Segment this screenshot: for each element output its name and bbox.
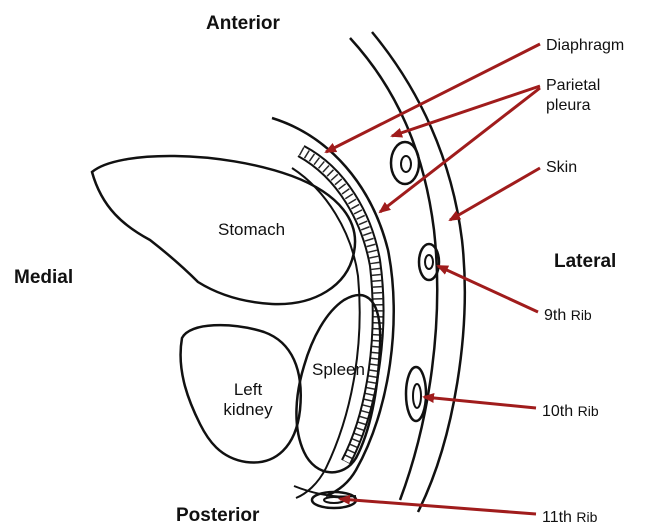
callout-10th-rib-word: Rib [578, 403, 599, 419]
arrow-skin [450, 168, 540, 220]
callout-11th-rib: 11th Rib [542, 508, 597, 527]
label-anterior: Anterior [206, 14, 280, 33]
label-posterior: Posterior [176, 506, 259, 525]
arrow-11th-rib [340, 499, 536, 514]
rib-10 [406, 367, 426, 421]
label-stomach: Stomach [218, 220, 285, 240]
rib-8 [391, 142, 419, 184]
label-lateral: Lateral [554, 252, 616, 271]
arrow-parietal-pleura-lower [380, 88, 540, 212]
callout-10th-rib-number: 10th [542, 403, 573, 420]
label-left-kidney-line1: Left [218, 380, 278, 400]
callout-11th-rib-word: Rib [576, 509, 597, 525]
callout-9th-rib: 9th Rib [544, 306, 592, 326]
arrow-10th-rib [424, 397, 536, 408]
arrow-9th-rib [438, 266, 538, 312]
label-left-kidney-line2: kidney [218, 400, 278, 420]
callout-9th-rib-word: Rib [571, 307, 592, 323]
callout-11th-rib-number: 11th [542, 509, 572, 526]
callout-skin: Skin [546, 158, 577, 178]
callout-parietal-pleura-line1: Parietal [546, 76, 600, 96]
callout-10th-rib: 10th Rib [542, 402, 599, 422]
label-spleen: Spleen [312, 360, 365, 380]
callout-9th-rib-number: 9th [544, 307, 566, 324]
label-left-kidney: Left kidney [218, 380, 278, 421]
label-medial: Medial [14, 268, 73, 287]
callout-parietal-pleura: Parietal pleura [546, 76, 600, 116]
callout-parietal-pleura-line2: pleura [546, 96, 600, 116]
callout-diaphragm: Diaphragm [546, 36, 624, 56]
